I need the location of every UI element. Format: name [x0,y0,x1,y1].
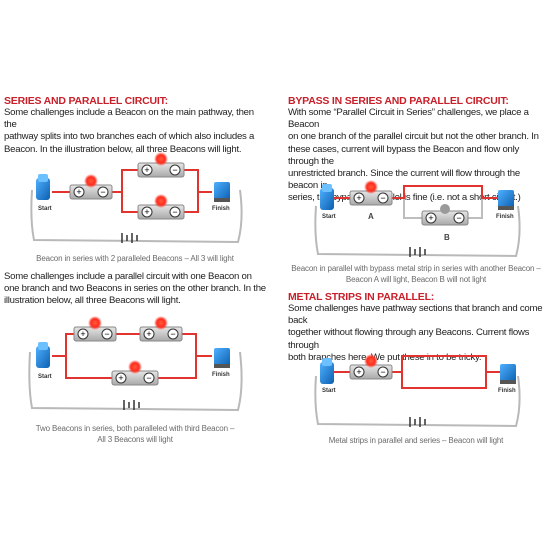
metal-strips-caption: Metal strips in parallel and series – Be… [328,436,504,445]
beacon-icon: + − [139,316,183,342]
series-parallel-paragraph: Some challenges include a Beacon on the … [4,107,266,156]
metal-strips-heading: METAL STRIPS IN PARALLEL: [288,291,435,303]
start-block-icon [36,174,50,200]
circuit-board-outline [314,205,521,258]
svg-text:−: − [100,187,105,197]
second-paragraph: Some challenges include a parallel circu… [4,271,270,308]
beacon-a-label: A [368,212,374,221]
caption-line: Two Beacons in series, both paralleled w… [35,424,235,433]
finish-label: Finish [212,372,230,378]
svg-text:+: + [80,329,85,339]
start-block-icon [320,184,334,210]
battery-icon [123,400,140,410]
circuit-board-outline [30,189,243,244]
paragraph-line: Some challenges include a parallel circu… [4,271,252,282]
paragraph-line: Some challenges include a Beacon on the … [4,107,254,131]
bypass-heading: BYPASS IN SERIES AND PARALLEL CIRCUIT: [288,95,509,107]
current-path [52,169,212,213]
paragraph-line: pathway splits into two branches each of… [4,131,255,143]
start-label: Start [38,206,52,212]
beacon-icon: + − [137,152,185,178]
caption-line: All 3 Beacons will light [97,434,173,444]
two-series-parallel-diagram: Start Finish + − + − + − [28,316,243,412]
beacon-unlit-icon: + − [421,204,469,226]
caption-line: Beacon in parallel with bypass metal str… [291,264,541,273]
svg-text:−: − [172,207,177,217]
current-path [52,333,212,379]
two-series-parallel-caption: Two Beacons in series, both paralleled w… [0,424,270,445]
finish-label: Finish [212,206,230,212]
svg-text:−: − [146,373,151,383]
metal-strips-diagram: Start Finish + − [314,354,521,428]
finish-block-icon [214,182,230,202]
svg-text:+: + [356,193,361,203]
circuit-board-outline [314,375,521,428]
paragraph-line: Beacon. In the illustration below, all t… [4,143,242,155]
svg-text:+: + [118,373,123,383]
start-label: Start [322,214,336,220]
caption-line: Beacon A will light, Beacon B will not l… [345,274,487,284]
paragraph-line: on one branch of the parallel circuit bu… [288,131,539,143]
beacon-icon: + − [349,180,393,206]
svg-text:−: − [170,329,175,339]
finish-block-icon [498,190,514,210]
beacon-icon: + − [73,316,117,342]
beacon-icon: + − [111,360,159,386]
finish-block-icon [214,348,230,368]
svg-text:−: − [456,213,461,223]
beacon-icon: + − [137,194,185,220]
svg-text:+: + [76,187,81,197]
finish-label: Finish [498,388,516,394]
start-block-icon [320,358,334,384]
series-parallel-diagram: Start Finish + − + − + − [30,152,243,244]
paragraph-line: unrestricted branch. Since the current w… [288,168,520,192]
paragraph-line: these cases, current will bypass the Bea… [288,143,520,167]
bypass-caption: Beacon in parallel with bypass metal str… [282,264,550,285]
current-path [332,185,498,199]
current-path [332,355,500,389]
battery-icon [409,247,426,257]
paragraph-line: both branches here. We put these in to b… [288,351,482,363]
circuit-board-outline [28,351,243,412]
start-label: Start [322,388,336,394]
svg-text:+: + [428,213,433,223]
metal-strips-paragraph: Some challenges have pathway sections th… [288,303,550,364]
beacon-icon: + − [69,174,113,200]
svg-text:−: − [172,165,177,175]
paragraph-line: one branch and two Beacons in series on … [4,283,266,295]
start-block-icon [36,342,50,368]
svg-text:−: − [380,193,385,203]
svg-text:+: + [146,329,151,339]
start-label: Start [38,374,52,380]
finish-block-icon [500,364,516,384]
svg-text:+: + [356,367,361,377]
bypass-diagram: Start Finish + − + − A B [314,180,521,258]
svg-text:+: + [144,207,149,217]
series-parallel-heading: SERIES AND PARALLEL CIRCUIT: [4,95,168,107]
battery-icon [409,417,426,427]
finish-label: Finish [496,214,514,220]
paragraph-line: illustration below, all three Beacons wi… [4,295,181,307]
battery-icon [121,233,138,243]
svg-text:−: − [104,329,109,339]
paragraph-line: With some “Parallel Circuit in Series” c… [288,107,529,131]
beacon-icon: + − [349,354,393,380]
paragraph-line: together without flowing through any Bea… [288,327,530,351]
paragraph-line: Some challenges have pathway sections th… [288,303,543,327]
svg-text:−: − [380,367,385,377]
series-parallel-caption: Beacon in series with 2 paralleled Beaco… [36,254,234,263]
beacon-b-label: B [444,233,450,242]
svg-text:+: + [144,165,149,175]
